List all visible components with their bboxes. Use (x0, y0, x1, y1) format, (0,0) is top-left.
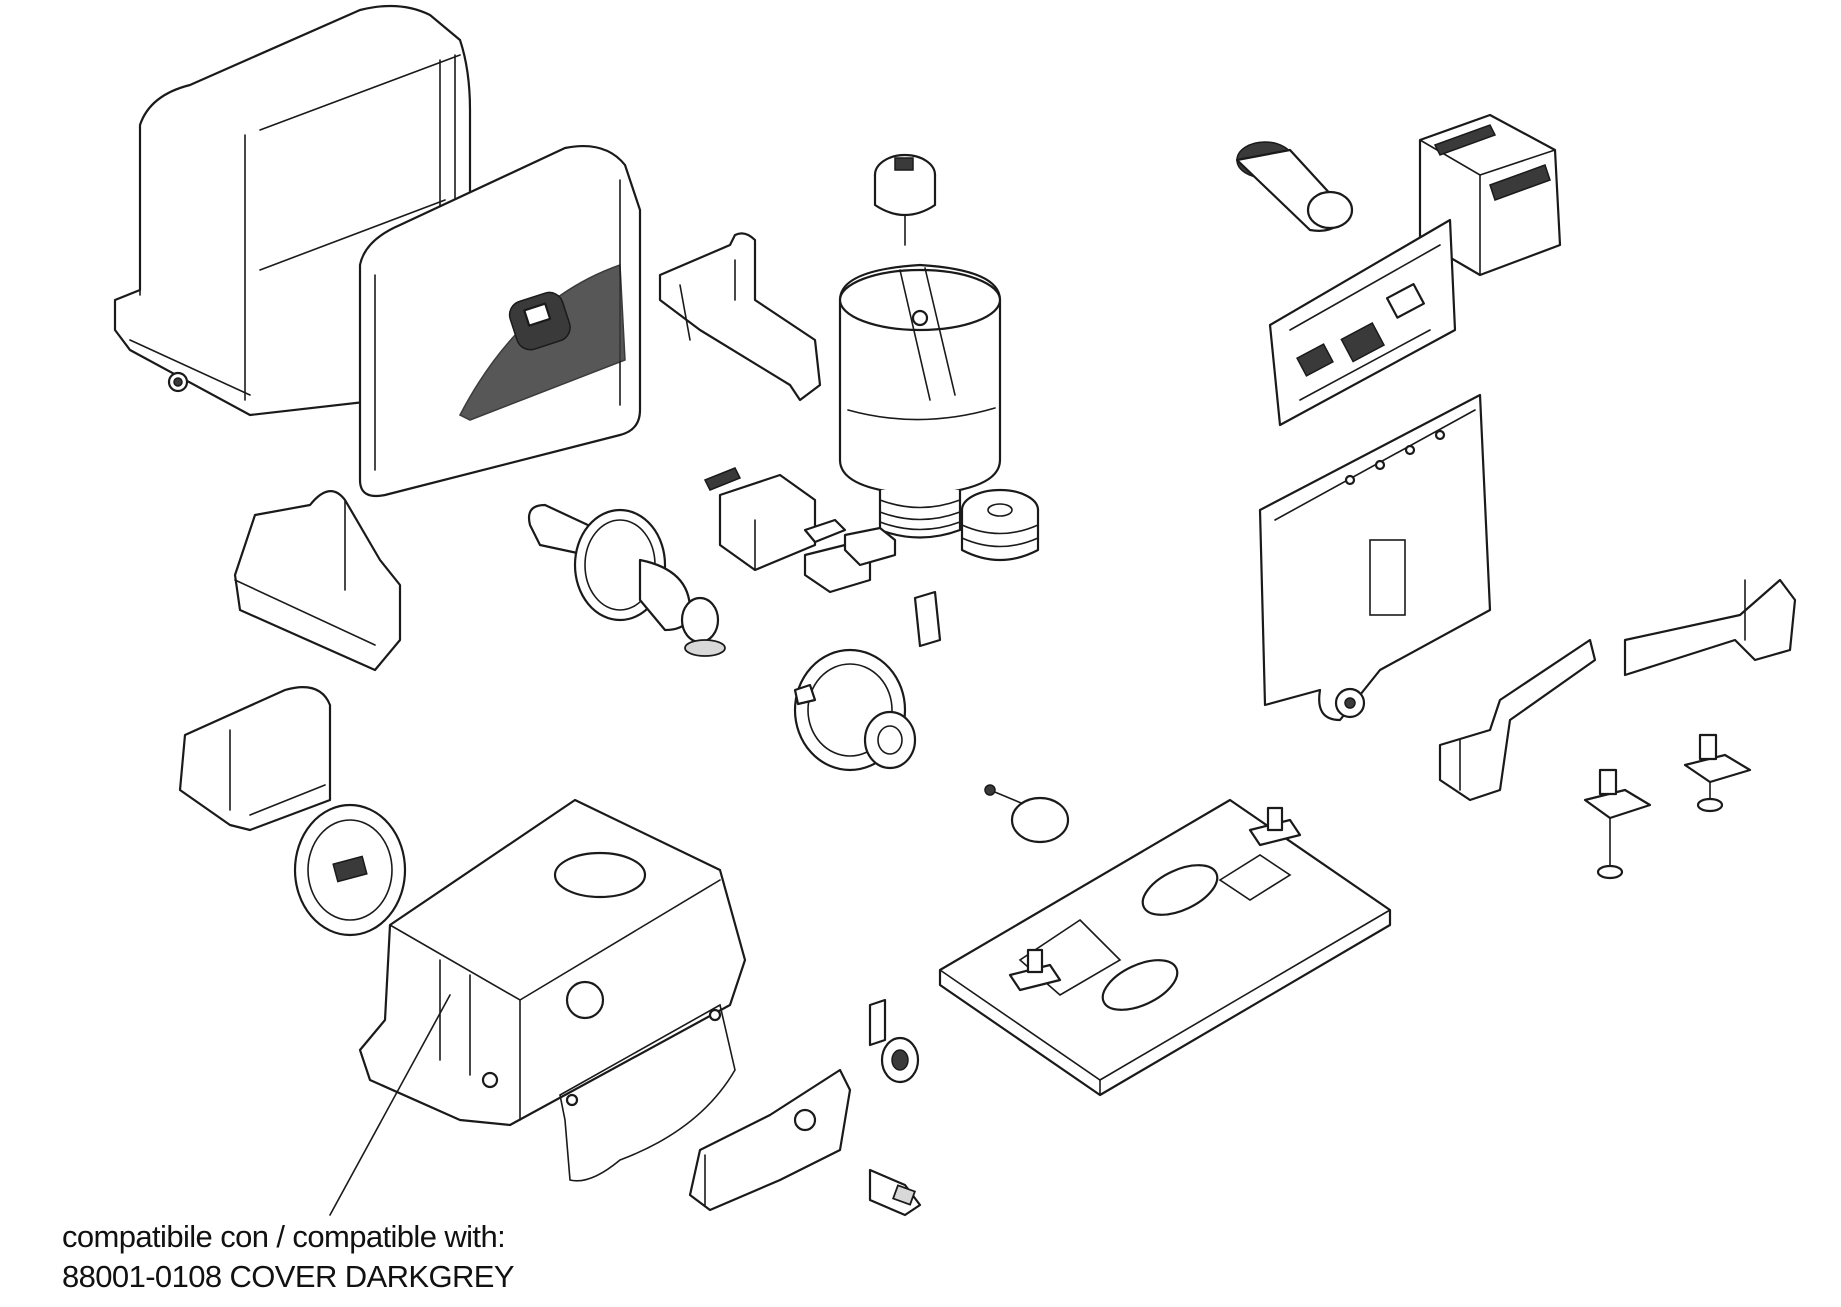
limit-magnet-left (1438, 638, 1597, 802)
drive-pin (984, 784, 1070, 844)
release-key (868, 1168, 922, 1217)
cover-bracket (658, 232, 822, 402)
worm-gear (793, 648, 917, 772)
capacitor (1235, 141, 1354, 232)
limit-magnet-right (1623, 578, 1797, 677)
leader-line (329, 994, 451, 1216)
compatibility-line-1: compatibile con / compatible with: (62, 1219, 506, 1254)
foundation-plate (938, 798, 1392, 1097)
mounting-plate (1258, 393, 1492, 722)
anchor-bolt-2 (1683, 733, 1752, 813)
gearbox-housing (358, 798, 747, 1127)
compatibility-line-2: 88001-0108 COVER DARKGREY (62, 1259, 515, 1294)
pulley (960, 488, 1040, 562)
lock-cylinder (868, 998, 920, 1084)
end-cap (233, 490, 402, 672)
gasket (559, 1003, 736, 1182)
output-shaft-gear (527, 503, 726, 657)
control-board (1268, 218, 1457, 427)
release-door (688, 1068, 852, 1212)
compatibility-note: compatibile con / compatible with: 88001… (62, 1217, 515, 1297)
anchor-bolt-1 (1583, 768, 1652, 880)
encoder-knob (873, 153, 937, 246)
front-cover (358, 144, 642, 498)
connectors (803, 526, 942, 648)
limit-switch (703, 467, 847, 572)
transformer (1418, 113, 1562, 277)
gear-housing-cap (178, 686, 332, 832)
pinion-gear (293, 803, 407, 937)
